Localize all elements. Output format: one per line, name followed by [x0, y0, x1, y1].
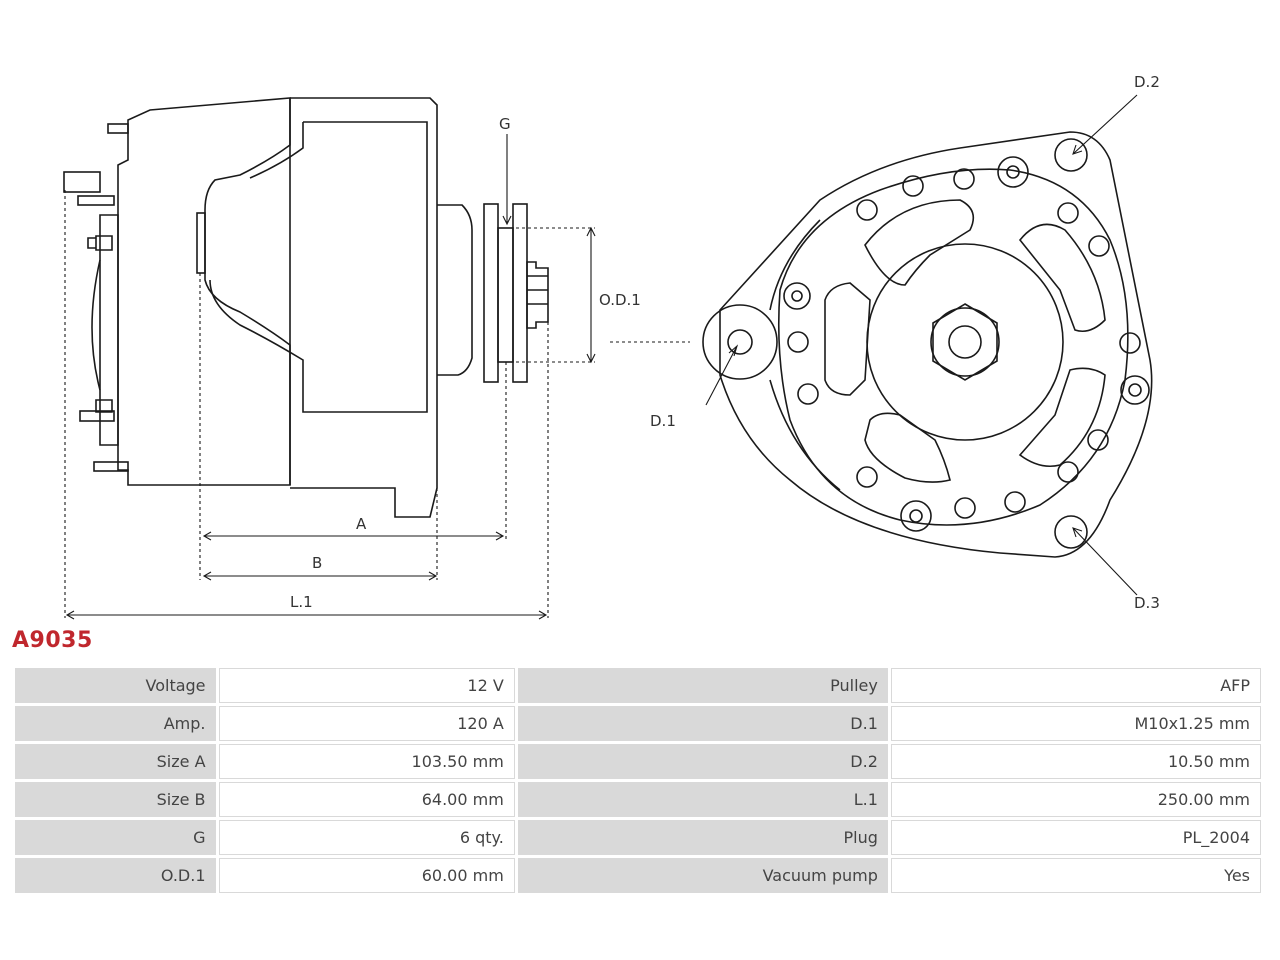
spec-value: 103.50 mm [218, 744, 515, 779]
spec-value: 6 qty. [218, 820, 515, 855]
front-housing-outline [719, 131, 1153, 558]
spec-label: Amp. [15, 706, 216, 741]
hub [866, 243, 1064, 441]
spec-value: 250.00 mm [890, 782, 1261, 817]
table-row: Amp. 120 A D.1 M10x1.25 mm [15, 706, 1261, 741]
label-a: A [356, 515, 367, 533]
spec-label: Vacuum pump [517, 858, 888, 893]
shaft-nut [932, 303, 998, 381]
bolt-holes [787, 168, 1141, 519]
front-view: D.1 D.2 D.3 [610, 73, 1160, 612]
label-l1: L.1 [290, 593, 313, 611]
spec-label: Size A [15, 744, 216, 779]
part-number-title: A9035 [12, 628, 93, 653]
rear-cover [117, 97, 291, 486]
spec-label: D.1 [517, 706, 888, 741]
pulley-disc-2 [512, 203, 528, 383]
spec-value: 64.00 mm [218, 782, 515, 817]
specs-table: Voltage 12 V Pulley AFP Amp. 120 A D.1 M… [12, 665, 1264, 896]
table-row: Size A 103.50 mm D.2 10.50 mm [15, 744, 1261, 779]
stator-housing [290, 97, 438, 518]
hole-d2 [1054, 138, 1088, 172]
spec-value: 10.50 mm [890, 744, 1261, 779]
front-bearing [437, 204, 473, 376]
table-row: Voltage 12 V Pulley AFP [15, 668, 1261, 703]
spec-value: PL_2004 [890, 820, 1261, 855]
spec-label: Size B [15, 782, 216, 817]
spec-label: Voltage [15, 668, 216, 703]
pulley-disc-1 [483, 203, 499, 383]
hole-d3 [1054, 515, 1088, 549]
spec-label: Plug [517, 820, 888, 855]
spec-value: 12 V [218, 668, 515, 703]
mounting-ear-d1 [702, 304, 778, 380]
spec-label: L.1 [517, 782, 888, 817]
label-g: G [499, 115, 511, 133]
rear-studs [63, 123, 129, 472]
alternator-drawing: A B L.1 G O.D.1 [63, 73, 1160, 620]
screws [783, 156, 1150, 532]
label-d1: D.1 [650, 412, 676, 430]
spec-label: D.2 [517, 744, 888, 779]
spec-label: G [15, 820, 216, 855]
table-row: Size B 64.00 mm L.1 250.00 mm [15, 782, 1261, 817]
inner-plate [777, 168, 1129, 526]
spec-value: Yes [890, 858, 1261, 893]
label-d3: D.3 [1134, 594, 1160, 612]
spec-value: AFP [890, 668, 1261, 703]
spec-value: M10x1.25 mm [890, 706, 1261, 741]
spec-value: 120 A [218, 706, 515, 741]
table-row: G 6 qty. Plug PL_2004 [15, 820, 1261, 855]
label-d2: D.2 [1134, 73, 1160, 91]
table-row: O.D.1 60.00 mm Vacuum pump Yes [15, 858, 1261, 893]
label-od1: O.D.1 [599, 291, 641, 309]
side-view: A B L.1 G O.D.1 [63, 97, 641, 620]
spec-value: 60.00 mm [218, 858, 515, 893]
spec-label: O.D.1 [15, 858, 216, 893]
label-b: B [312, 554, 322, 572]
spec-label: Pulley [517, 668, 888, 703]
